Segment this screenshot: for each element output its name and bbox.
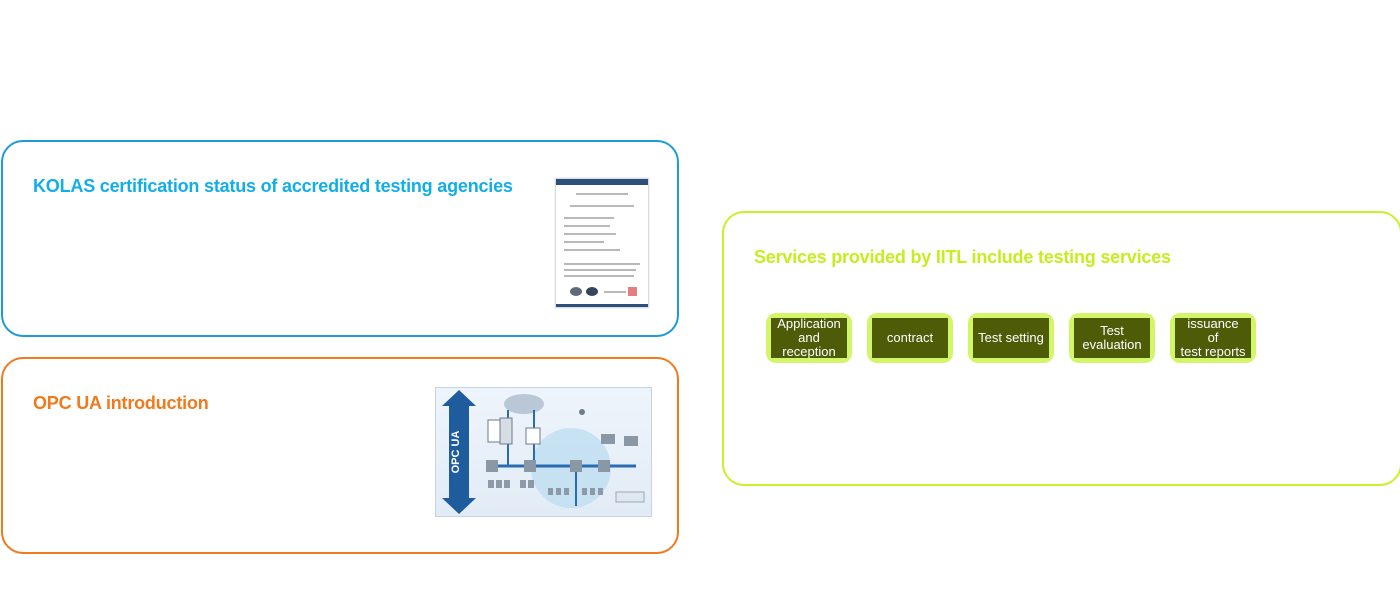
server-icon [525,427,541,445]
opc-ua-diagram: OPC UA [442,390,645,514]
device-icon [598,460,610,472]
certificate-line [564,275,634,277]
field-devices [488,480,603,495]
step-label: Test setting [973,318,1049,358]
device-icon [524,460,536,472]
opc-card: OPC UA introduction OPC UA [1,357,679,554]
certificate-line [604,291,626,293]
kolas-card: KOLAS certification status of accredited… [1,140,679,337]
certificate-footer-band [556,304,648,307]
step-label: Application and reception [771,317,847,359]
certificate-line [564,217,614,219]
certificate-line [564,225,610,227]
certificate-line [564,263,640,265]
machine-icon [601,434,615,444]
certificate-line [564,233,616,235]
cloud-icon [504,394,544,414]
testing-process-steps: Application and reception contract Test … [766,313,1256,363]
step-contract: contract [867,313,953,363]
certificate-line [564,249,620,251]
certificate-header-band [556,179,648,185]
iitl-services-card: Services provided by IITL include testin… [722,211,1400,486]
kolas-card-title: KOLAS certification status of accredited… [33,176,513,196]
opc-card-title: OPC UA introduction [33,393,209,413]
step-test-setting: Test setting [968,313,1054,363]
opc-ua-diagram-image: OPC UA [435,387,652,517]
iitl-card-title: Services provided by IITL include testin… [754,247,1171,267]
step-application-and-reception: Application and reception [766,313,852,363]
step-label: contract [872,318,948,358]
device-icon [486,460,498,472]
server-icon [499,417,513,445]
legend-box [615,491,645,503]
certificate-stamp-icon [628,287,637,296]
opc-banner-label: OPC UA [450,431,462,474]
truck-icon [624,436,638,446]
device-icon [570,460,582,472]
opc-banner-arrow [442,390,476,514]
certificate-seal-icon [570,287,582,296]
certificate-line [576,193,628,195]
step-label: Test evaluation [1074,318,1150,358]
certificate-line [564,269,636,271]
step-issuance-of-test-reports: issuance of test reports [1170,313,1256,363]
step-label: issuance of test reports [1175,317,1251,359]
kolas-certificate-image [555,178,649,308]
certificate-seal-icon [586,287,598,296]
antenna-icon [579,409,585,415]
step-test-evaluation: Test evaluation [1069,313,1155,363]
certificate-line [564,241,604,243]
certificate-line [570,205,634,207]
